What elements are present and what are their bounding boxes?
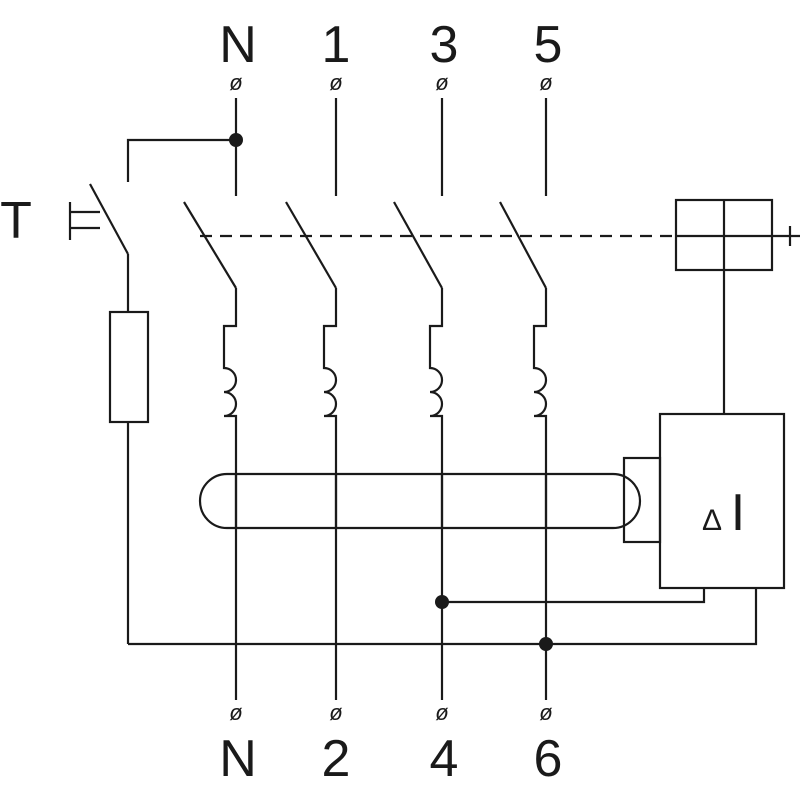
bottom-label-4: 4: [430, 730, 459, 788]
relay-supply-wire-4: [442, 588, 706, 604]
trip-latch: [674, 198, 800, 272]
top-terminal-3: ø: [435, 70, 448, 95]
bottom-terminal-6: ø: [539, 700, 552, 725]
top-terminal-1: ø: [329, 70, 342, 95]
junction-dot-pole-6: [539, 637, 553, 651]
switch-blades: [183, 201, 547, 289]
bottom-label-2: 2: [322, 730, 351, 788]
top-label-1: 1: [322, 16, 351, 74]
top-label-n: N: [219, 16, 257, 74]
bottom-terminal-2: ø: [329, 700, 342, 725]
test-button: [68, 183, 130, 312]
bottom-label-6: 6: [534, 730, 563, 788]
bottom-label-n: N: [219, 730, 257, 788]
upper-wires: [234, 98, 548, 196]
coils: [222, 288, 548, 440]
transformer-wire-overlay: [234, 474, 548, 528]
test-resistor: [108, 310, 150, 424]
top-label-5: 5: [534, 16, 563, 74]
current-symbol: I: [731, 484, 745, 542]
lower-wires: [234, 440, 548, 700]
top-terminal-5: ø: [539, 70, 552, 95]
junction-dot-pole-4: [435, 595, 449, 609]
test-label: T: [0, 192, 32, 250]
bottom-terminal-4: ø: [435, 700, 448, 725]
test-branch-wire: [126, 138, 236, 182]
top-label-3: 3: [430, 16, 459, 74]
secondary-winding-block: [622, 456, 662, 544]
differential-relay-box: [658, 412, 786, 590]
junction-dot-n-top: [229, 133, 243, 147]
relay-supply-wire-6: [128, 588, 758, 646]
current-transformer-core: [198, 472, 642, 530]
top-terminal-n: ø: [229, 70, 242, 95]
bottom-terminal-n: ø: [229, 700, 242, 725]
delta-symbol: Δ: [702, 504, 722, 537]
